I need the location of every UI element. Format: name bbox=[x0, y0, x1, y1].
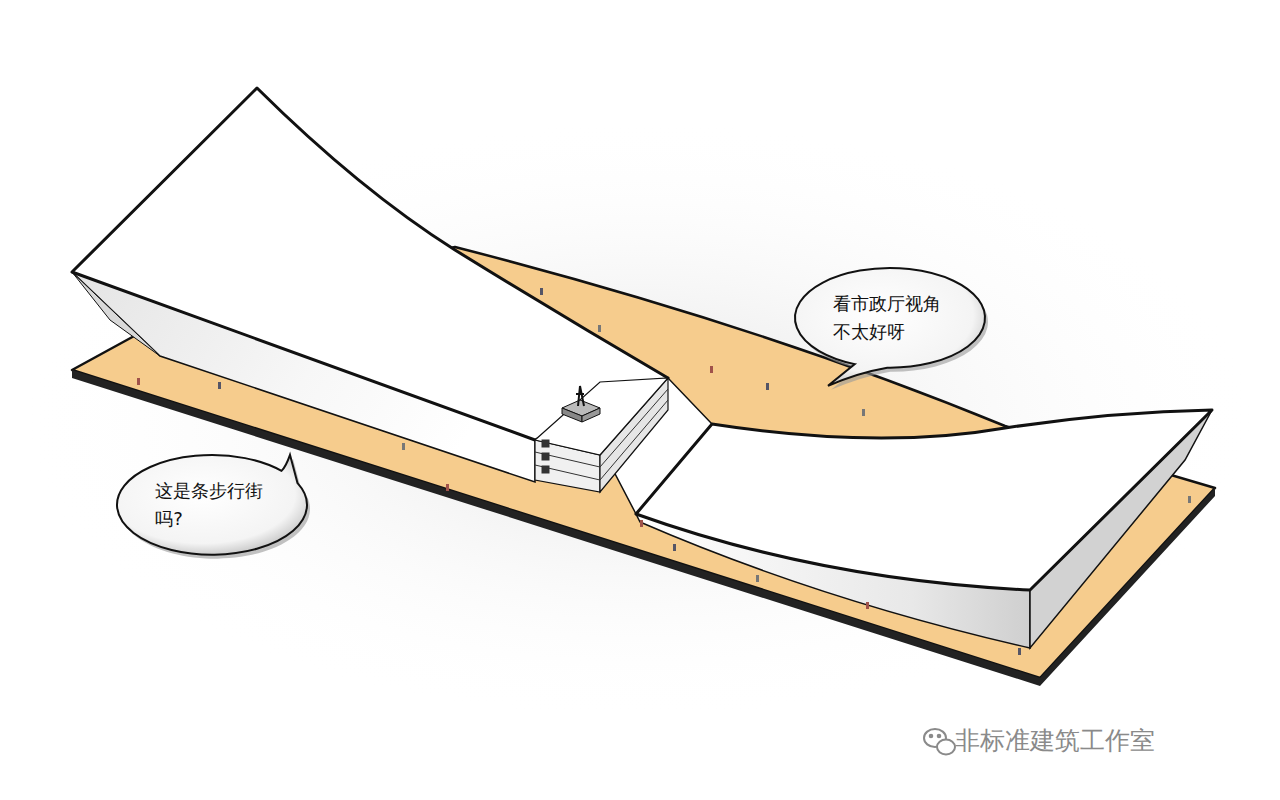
pedestrian bbox=[766, 383, 769, 390]
bubble-text: 看市政厅视角 不太好呀 bbox=[833, 290, 946, 346]
bubble-outline bbox=[795, 268, 985, 368]
left-wing-roof bbox=[72, 88, 668, 440]
pedestrian bbox=[862, 409, 865, 416]
plate-edge bbox=[72, 370, 1215, 686]
pedestrian bbox=[756, 575, 759, 582]
pedestrian bbox=[710, 366, 713, 373]
pedestrian bbox=[1188, 496, 1191, 503]
pedestrian bbox=[640, 520, 643, 527]
bubble-outline bbox=[117, 455, 307, 555]
watermark: 非标准建筑工作室 bbox=[955, 724, 1155, 757]
statue bbox=[562, 386, 600, 422]
speech-bubble: 看市政厅视角 不太好呀 bbox=[795, 268, 985, 368]
stair-top bbox=[535, 378, 668, 455]
bubble-text: 这是条步行街 吗? bbox=[155, 477, 268, 533]
wechat-icon bbox=[924, 729, 955, 755]
pedestrian bbox=[137, 378, 140, 385]
right-wing-roof bbox=[636, 410, 1212, 590]
pedestrian bbox=[218, 382, 221, 389]
speech-bubble: 这是条步行街 吗? bbox=[117, 455, 307, 555]
pedestrian bbox=[1018, 648, 1021, 655]
pedestrian bbox=[402, 443, 405, 450]
pedestrian bbox=[673, 544, 676, 551]
pedestrian bbox=[866, 602, 869, 609]
stair-slabs bbox=[535, 389, 668, 480]
pedestrian bbox=[598, 325, 601, 332]
pedestrian bbox=[446, 484, 449, 491]
pedestrian bbox=[540, 288, 543, 295]
